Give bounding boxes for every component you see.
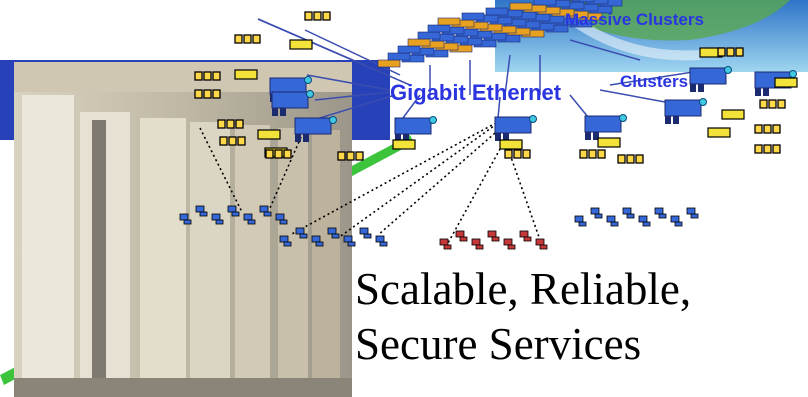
client-icon	[487, 230, 500, 242]
server-node-icon	[494, 115, 537, 141]
terminal-icon	[289, 39, 313, 50]
client-icon	[227, 205, 240, 217]
terminal-nodes	[194, 11, 798, 164]
keyboard-block-icon	[754, 124, 781, 134]
client-icon	[279, 235, 292, 247]
client-icon	[535, 238, 548, 250]
massive-cluster-servers	[377, 0, 623, 68]
client-icon	[259, 205, 272, 217]
cluster-node-icon	[437, 17, 461, 26]
server-node-icon	[294, 116, 337, 142]
keyboard-block-icon	[194, 71, 221, 81]
client-icon	[622, 207, 635, 219]
terminal-icon	[721, 109, 745, 120]
cluster-node-icon	[387, 52, 411, 61]
client-icon	[606, 215, 619, 227]
keyboard-block-icon	[579, 149, 606, 159]
server-node-icon	[271, 90, 314, 116]
cluster-node-icon	[397, 45, 421, 54]
client-icon	[574, 215, 587, 227]
client-icon	[654, 207, 667, 219]
keyboard-block-icon	[234, 34, 261, 44]
client-icon	[211, 213, 224, 225]
client-icon	[638, 215, 651, 227]
keyboard-block-icon	[617, 154, 644, 164]
terminal-icon	[707, 127, 731, 138]
client-icon	[179, 213, 192, 225]
network-links	[257, 18, 694, 123]
keyboard-block-icon	[304, 11, 331, 21]
cluster-node-icon	[427, 24, 451, 33]
terminal-icon	[499, 139, 523, 150]
client-icon	[503, 238, 516, 250]
terminal-icon	[392, 139, 416, 150]
client-links	[199, 117, 541, 244]
terminal-icon	[774, 77, 798, 88]
client-icon	[590, 207, 603, 219]
cluster-node-icon	[533, 0, 557, 6]
terminal-icon	[234, 69, 258, 80]
cluster-node-icon	[571, 0, 595, 3]
cluster-node-icon	[417, 31, 441, 40]
client-icon	[295, 227, 308, 239]
globe-icon	[495, 0, 808, 72]
client-icon	[375, 235, 388, 247]
label-clusters: Clusters	[620, 72, 689, 91]
client-icon	[359, 227, 372, 239]
client-icon	[686, 207, 699, 219]
client-icon	[519, 230, 532, 242]
cluster-node-icon	[509, 2, 533, 11]
client-icon	[327, 227, 340, 239]
server-nodes	[269, 66, 797, 142]
label-massive-clusters: Massive Clusters	[565, 10, 704, 29]
cluster-node-icon	[377, 59, 401, 68]
keyboard-block-icon	[194, 89, 221, 99]
cluster-node-icon	[461, 12, 485, 21]
client-icon	[343, 235, 356, 247]
keyboard-block-icon	[337, 151, 364, 161]
client-icon	[243, 213, 256, 225]
terminal-icon	[257, 129, 281, 140]
keyboard-block-icon	[754, 144, 781, 154]
cluster-node-icon	[407, 38, 431, 47]
caption: Scalable, Reliable, Secure Services	[355, 262, 805, 372]
client-icon	[439, 238, 452, 250]
client-nodes	[179, 205, 699, 250]
terminal-icon	[597, 137, 621, 148]
server-node-icon	[394, 116, 437, 142]
keyboard-block-icon	[717, 47, 744, 57]
client-icon	[195, 205, 208, 217]
server-node-icon	[584, 114, 627, 140]
cluster-node-icon	[485, 7, 509, 16]
server-node-icon	[689, 66, 732, 92]
keyboard-block-icon	[504, 149, 531, 159]
keyboard-block-icon	[265, 149, 292, 159]
client-icon	[471, 238, 484, 250]
caption-line-1: Scalable, Reliable,	[355, 264, 692, 314]
keyboard-block-icon	[217, 119, 244, 129]
label-gigabit-ethernet: Gigabit Ethernet	[390, 80, 562, 105]
client-icon	[275, 213, 288, 225]
keyboard-block-icon	[219, 136, 246, 146]
client-icon	[455, 230, 468, 242]
keyboard-block-icon	[759, 99, 786, 109]
server-node-icon	[664, 98, 707, 124]
client-icon	[311, 235, 324, 247]
client-icon	[670, 215, 683, 227]
caption-line-2: Secure Services	[355, 319, 642, 369]
